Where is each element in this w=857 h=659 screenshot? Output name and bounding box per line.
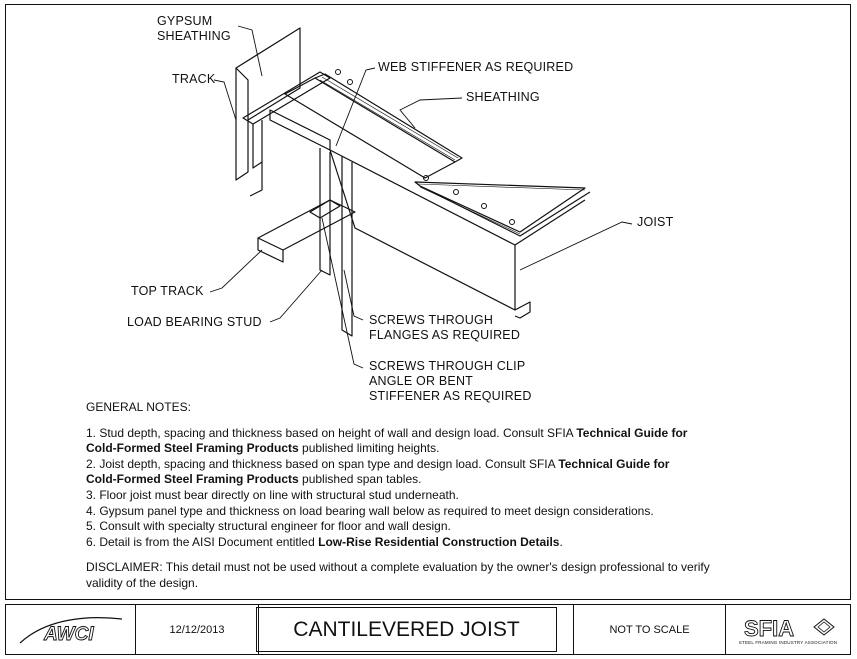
label-joist: JOIST [637,215,674,229]
top-track [257,199,356,251]
disclaimer: DISCLAIMER: This detail must not be used… [86,560,710,590]
leader-sheathing [399,97,463,129]
note-5: 5. Consult with specialty structural eng… [86,519,451,534]
note-1: 1. Stud depth, spacing and thickness bas… [86,425,688,440]
note-3: 3. Floor joist must bear directly on lin… [86,487,459,502]
leader-screws-flanges [343,269,364,321]
screw-markers [335,69,515,225]
notes-heading: GENERAL NOTES: [86,400,191,414]
svg-text:SFIA: SFIA [744,616,794,639]
label-gypsum-sheathing: GYPSUM SHEATHING [157,14,231,43]
leader-load-bearing-stud [269,269,323,323]
leader-web-stiffener [335,67,376,147]
floor-sheathing-top [284,77,456,179]
general-notes: GENERAL NOTES: 1. Stud depth, spacing an… [86,400,806,592]
floor-sheathing-edge [314,73,463,163]
sfia-logo-icon: SFIA [744,615,835,639]
scale: NOT TO SCALE [574,605,726,654]
leader-screws-clip [321,217,364,369]
awci-logo: AWCI [6,605,136,654]
cantilevered-joist-drawing [209,25,633,369]
date: 12/12/2013 [136,605,259,654]
load-bearing-stud [319,148,331,276]
label-load-bearing-stud: LOAD BEARING STUD [127,315,262,329]
label-track: TRACK [172,72,216,86]
note-4: 4. Gypsum panel type and thickness on lo… [86,503,654,518]
title-block: AWCI 12/12/2013 NOT TO SCALE SFIA STEEL … [5,604,851,655]
label-top-track: TOP TRACK [131,284,204,298]
joist-bottom-flange [514,301,531,319]
label-web-stiffener: WEB STIFFENER AS REQUIRED [378,60,574,74]
web-stiffener [309,199,341,219]
sfia-logo: SFIA STEEL FRAMING INDUSTRY ASSOCIATION [738,615,838,645]
note-6: 6. Detail is from the AISI Document enti… [86,534,563,549]
label-sheathing: SHEATHING [466,90,540,104]
gypsum-sheathing-panel-edge [235,68,249,181]
leader-gypsum [237,25,263,77]
drawing-title: CANTILEVERED JOIST [256,607,557,652]
note-2: 2. Joist depth, spacing and thickness ba… [86,456,670,471]
leader-track [213,79,237,121]
upper-track [242,71,331,125]
label-screws-flanges: SCREWS THROUGH FLANGES AS REQUIRED [369,313,521,342]
drawing-frame [5,4,851,600]
gypsum-sheathing-panel [235,27,301,121]
label-screws-clip: SCREWS THROUGH CLIP ANGLE OR BENT STIFFE… [369,359,532,403]
awci-logo-icon: AWCI [19,616,122,645]
svg-text:AWCI: AWCI [43,624,94,645]
leader-top-track [209,249,263,293]
leader-joist [519,221,633,271]
joist-web [329,149,516,311]
cantilever-sheathing [414,181,586,233]
